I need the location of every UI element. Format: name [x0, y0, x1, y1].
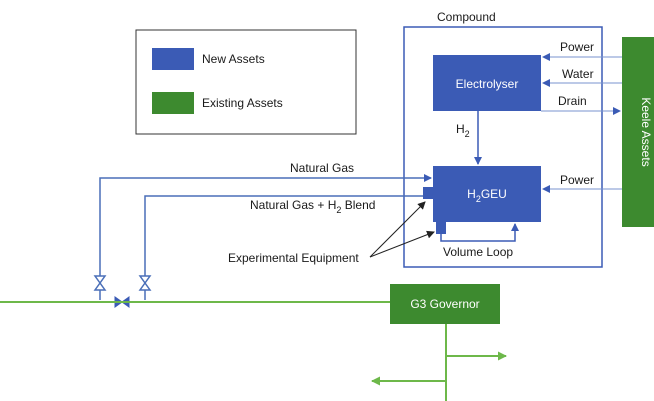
- drain-label: Drain: [558, 94, 587, 108]
- legend-existing-assets-swatch: [152, 92, 194, 114]
- legend-frame: [135, 29, 357, 135]
- legend-new-assets-swatch: [152, 48, 194, 70]
- compound-title: Compound: [437, 10, 496, 24]
- keele-assets-box: [622, 37, 654, 227]
- g3-governor-label: G3 Governor: [410, 297, 479, 311]
- volume-loop-label: Volume Loop: [443, 245, 513, 259]
- experimental-block-top: [423, 187, 433, 199]
- natural-gas-label: Natural Gas: [290, 161, 354, 175]
- keele-assets-label: Keele Assets: [639, 97, 653, 166]
- power-top-label: Power: [560, 40, 594, 54]
- legend-existing-assets-label: Existing Assets: [202, 96, 283, 110]
- compound-boundary: [403, 26, 603, 268]
- h2geu-label: H2GEU: [467, 187, 507, 204]
- valve-right: [138, 275, 152, 291]
- water-label: Water: [562, 67, 594, 81]
- experimental-pointer-bottom: [369, 230, 435, 258]
- h2geu-box: [433, 166, 541, 222]
- power-right-label: Power: [560, 173, 594, 187]
- valve-left: [93, 275, 107, 291]
- legend-new-assets-label: New Assets: [202, 52, 265, 66]
- volume-loop: [440, 223, 519, 242]
- natural-gas-pipe: [99, 174, 432, 300]
- experimental-pointer-top: [369, 201, 426, 258]
- h2-link-label: H2: [456, 122, 470, 139]
- blend-label: Natural Gas + H2 Blend: [250, 198, 375, 215]
- electrolyser-box: [433, 55, 541, 111]
- blend-pipe: [144, 195, 423, 300]
- g3-governor-box: [390, 284, 500, 324]
- legend: New Assets Existing Assets: [135, 29, 357, 135]
- experimental-block-bottom: [436, 222, 446, 234]
- experimental-label: Experimental Equipment: [228, 251, 359, 265]
- electrolyser-label: Electrolyser: [456, 77, 519, 91]
